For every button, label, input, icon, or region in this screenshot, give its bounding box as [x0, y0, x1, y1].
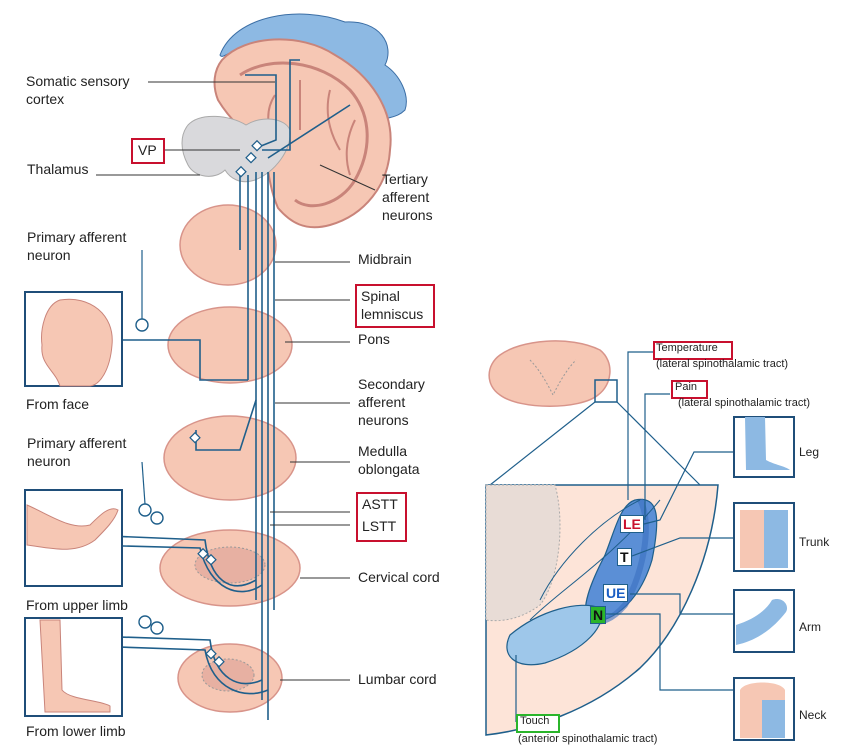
- temperature-label: Temperature: [656, 342, 718, 354]
- face-panel: [24, 291, 123, 387]
- temperature-sub-label: (lateral spinothalamic tract): [656, 358, 789, 370]
- secondary-label: Secondary afferent neurons: [358, 376, 425, 428]
- t-tag: T: [617, 548, 632, 566]
- trunk-panel: [733, 502, 795, 572]
- synapse-markers: [189, 139, 263, 668]
- from-face-label: From face: [26, 396, 90, 412]
- zoom-box: [594, 379, 618, 403]
- lumbar-grey: [201, 658, 255, 692]
- touch-sub-label: (anterior spinothalamic tract): [518, 733, 658, 745]
- temperature-highlight-box: [653, 341, 733, 360]
- anterior-tract: [506, 604, 603, 666]
- thalamus-label: Thalamus: [27, 161, 89, 177]
- n-tag: N: [590, 606, 607, 624]
- cervical-cord-label: Cervical cord: [358, 569, 440, 585]
- midbrain-label: Midbrain: [358, 251, 412, 267]
- spinal-section-small: [488, 340, 611, 407]
- lumbar-cord-label: Lumbar cord: [358, 671, 437, 687]
- label-leaders: [96, 81, 376, 681]
- spinal-lemniscus-highlight-box: [355, 284, 435, 328]
- astt-lstt-highlight-box: [356, 492, 407, 542]
- ue-tag: UE: [603, 584, 629, 602]
- grey-matter-region: [485, 484, 561, 622]
- astt-label: ASTT: [362, 496, 398, 512]
- thalamus-shape: [181, 115, 291, 183]
- from-upper-limb-label: From upper limb: [26, 597, 128, 613]
- pain-label: Pain: [675, 381, 698, 393]
- leg-panel: [733, 416, 795, 478]
- tertiary-label: Tertiary afferent neurons: [382, 171, 433, 223]
- vp-label: VP: [138, 142, 157, 158]
- lstt-label: LSTT: [362, 518, 397, 534]
- midbrain-shape: [179, 204, 277, 286]
- primary-limb-label: Primary afferent neuron: [27, 435, 127, 469]
- upper-limb-panel: [24, 489, 123, 587]
- vp-highlight-box: [131, 138, 165, 164]
- lower-limb-panel: [24, 617, 123, 717]
- leg-label: Leg: [799, 445, 820, 459]
- from-lower-limb-label: From lower limb: [26, 723, 126, 739]
- neck-label: Neck: [799, 708, 827, 722]
- medulla-shape: [163, 415, 297, 501]
- pain-highlight-box: [671, 380, 708, 399]
- cortex-inner: [239, 61, 369, 208]
- pons-label: Pons: [358, 331, 390, 347]
- primary-face-label: Primary afferent neuron: [27, 229, 127, 263]
- arm-label: Arm: [799, 620, 821, 634]
- cortex-sulci: [267, 80, 356, 176]
- medulla-label: Medulla oblongata: [358, 443, 420, 477]
- somatic-cortex-label: Somatic sensory cortex: [26, 73, 130, 107]
- neck-panel: [733, 677, 795, 741]
- pain-sub-label: (lateral spinothalamic tract): [678, 397, 811, 409]
- le-tag: LE: [620, 515, 644, 533]
- trunk-label: Trunk: [799, 535, 830, 549]
- arm-panel: [733, 589, 795, 653]
- pons-shape: [167, 306, 293, 384]
- spinal-lemniscus-label: Spinal lemniscus: [361, 288, 424, 322]
- dorsal-root-ganglia: [135, 318, 164, 635]
- right-leaders: [515, 351, 734, 722]
- touch-highlight-box: [516, 714, 560, 733]
- touch-label: Touch: [520, 715, 550, 727]
